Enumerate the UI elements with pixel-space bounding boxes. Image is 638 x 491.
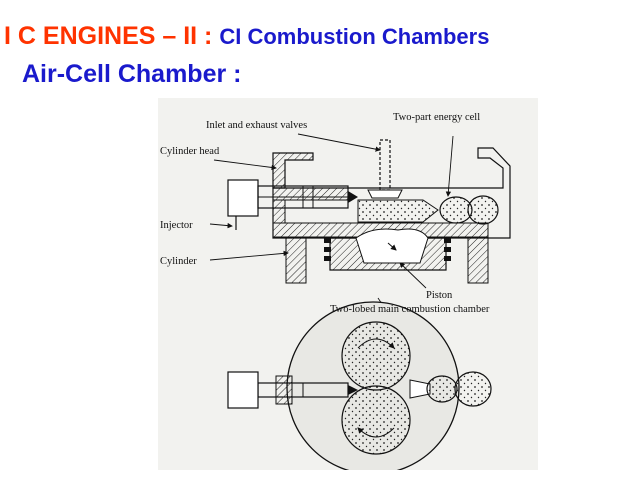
diagram-labels: Inlet and exhaust valves Two-part energy…: [160, 112, 490, 315]
air-cell-diagram-svg: Inlet and exhaust valves Two-part energy…: [160, 112, 511, 470]
air-cell-diagram: Inlet and exhaust valves Two-part energy…: [158, 98, 538, 470]
slide-title: I C ENGINES – II : CI Combustion Chamber…: [4, 22, 489, 51]
label-energy-cell: Two-part energy cell: [393, 112, 480, 123]
upper-section: [227, 139, 511, 284]
label-piston: Piston: [426, 290, 453, 301]
label-main-chamber: Two-lobed main combustion chamber: [330, 304, 490, 315]
label-injector: Injector: [160, 220, 193, 231]
lower-section: [227, 301, 492, 470]
slide-subtitle: Air-Cell Chamber :: [22, 60, 242, 88]
label-cylinder: Cylinder: [160, 256, 197, 267]
label-inlet-exhaust-valves: Inlet and exhaust valves: [206, 120, 307, 131]
label-cylinder-head: Cylinder head: [160, 146, 220, 157]
slide-title-main: I C ENGINES – II :: [4, 22, 220, 50]
slide-title-sub: CI Combustion Chambers: [219, 24, 490, 49]
